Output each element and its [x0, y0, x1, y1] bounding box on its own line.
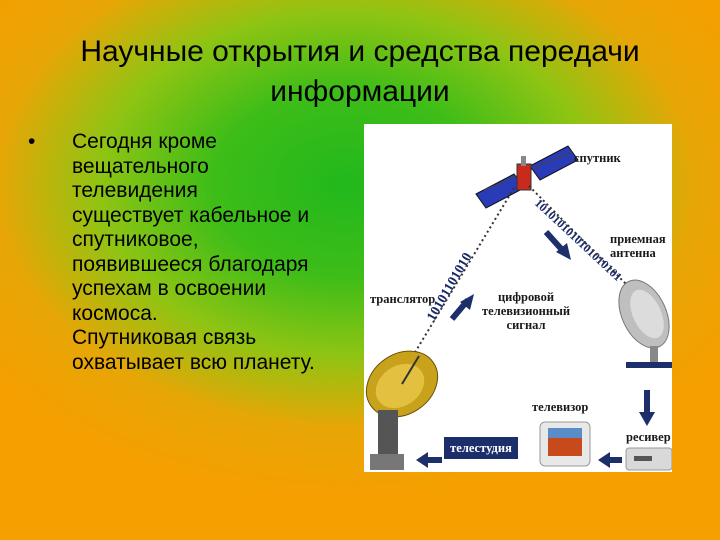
label-receiving-antenna: приемная антенна [610, 232, 666, 260]
transmitter-dish-icon [365, 350, 439, 470]
satellite-tv-diagram: 10101101010 1010101010101010101 [364, 124, 672, 472]
tv-icon [539, 421, 591, 467]
bullet-marker: • [28, 130, 36, 153]
arrow-studio-icon [416, 452, 442, 468]
arrow-tv-icon [598, 452, 622, 468]
receiving-dish-icon [618, 279, 672, 368]
uplink-binary-text: 10101101010 [424, 250, 475, 324]
arrow-up-icon [449, 294, 474, 321]
label-satellite: спутник [574, 151, 621, 165]
receiver-icon [625, 447, 672, 471]
satellite-icon [475, 145, 579, 209]
arrow-down-icon [543, 229, 571, 260]
bullet-text: Сегодня кроме вещательного телевидения с… [72, 130, 315, 374]
arrow-receiver-icon [639, 390, 655, 426]
label-tv: телевизор [532, 400, 589, 414]
studio-box: телестудия [444, 437, 518, 459]
slide-title: Научные открытия и средства передачи инф… [80, 35, 640, 108]
label-digital-signal: цифровой телевизионный сигнал [482, 290, 571, 332]
label-receiver: ресивер [626, 430, 671, 444]
label-transmitter: транслятор [370, 292, 436, 306]
